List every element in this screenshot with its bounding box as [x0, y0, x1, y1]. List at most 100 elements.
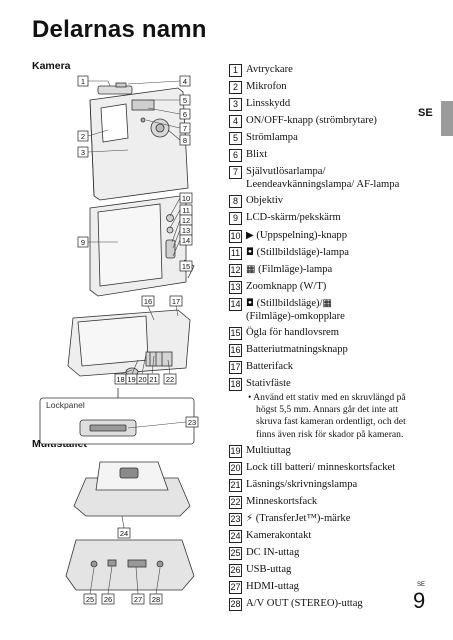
part-label: Lock till batteri/ minneskortsfacket — [246, 461, 396, 473]
callout-10: 10 — [179, 192, 193, 204]
svg-text:6: 6 — [183, 110, 187, 119]
list-item: 12▦ (Filmläge)-lampa — [229, 263, 414, 277]
part-number: 2 — [229, 81, 242, 95]
callout-27: 27 — [131, 593, 145, 605]
part-label: A/V OUT (STEREO)-uttag — [246, 598, 363, 610]
part-number: 17 — [229, 360, 243, 374]
callout-24: 24 — [117, 527, 131, 539]
svg-text:8: 8 — [183, 136, 187, 145]
list-item: 23⚡ (TransferJet™)-märke — [229, 512, 414, 527]
camera-front-drawing — [89, 82, 189, 201]
part-label: USB-uttag — [246, 564, 292, 576]
parts-illustration: 1 2 3 4 5 6 7 8 9 10 11 12 13 14 15 16 1… — [39, 75, 199, 605]
svg-text:2: 2 — [81, 132, 85, 141]
callout-1: 1 — [77, 75, 89, 87]
side-tab-marker — [441, 101, 453, 136]
callout-18: 18 — [114, 373, 127, 385]
part-label: (TransferJet™)-märke — [255, 513, 351, 525]
callout-8: 8 — [179, 134, 191, 146]
page-number: 9 — [413, 588, 426, 613]
list-item: 8 Objektiv — [229, 194, 414, 209]
section-label-camera: Kamera — [32, 60, 71, 72]
callout-19: 19 — [125, 373, 138, 385]
svg-text:9: 9 — [81, 238, 85, 247]
part-label: Strömlampa — [246, 132, 298, 144]
svg-text:25: 25 — [86, 595, 94, 604]
part-label: (Uppspelning)-knapp — [256, 229, 347, 241]
callout-26: 26 — [101, 593, 115, 605]
callout-14: 14 — [179, 234, 193, 246]
svg-text:12: 12 — [182, 216, 190, 225]
svg-text:13: 13 — [182, 226, 190, 235]
svg-text:24: 24 — [120, 529, 128, 538]
svg-text:22: 22 — [166, 375, 174, 384]
callout-20: 20 — [136, 373, 149, 385]
part-number: 11 — [229, 246, 242, 260]
camera-back-drawing — [89, 195, 195, 297]
part-label: Kamerakontakt — [246, 530, 312, 542]
callout-12: 12 — [179, 214, 193, 226]
page-number-prefix: SE — [417, 582, 426, 588]
callout-6: 6 — [179, 108, 191, 120]
page-title: Delarnas namn — [32, 16, 207, 43]
list-item: 7 Självutlösarlampa/ Leendeavkänningslamp… — [229, 165, 414, 191]
part-number: 8 — [229, 195, 242, 209]
part-label: Linsskydd — [246, 98, 291, 110]
callout-16: 16 — [141, 295, 155, 307]
svg-text:27: 27 — [134, 595, 142, 604]
part-number: 27 — [229, 581, 243, 595]
still-camera-icon: ◘ — [246, 246, 254, 258]
transferjet-icon: ⚡ — [246, 513, 254, 525]
list-item: 2 Mikrofon — [229, 80, 414, 95]
part-label: Mikrofon — [246, 81, 287, 93]
part-number: 25 — [229, 547, 243, 561]
part-label: ON/OFF-knapp (strömbrytare) — [246, 115, 377, 127]
part-label: Batteriutmatningsknapp — [246, 343, 348, 355]
part-label: Objektiv — [246, 195, 284, 207]
callout-17: 17 — [169, 295, 183, 307]
part-number: 22 — [229, 496, 243, 510]
part-label-continued: (Filmläge)-omkopplare — [246, 310, 345, 322]
svg-text:14: 14 — [182, 236, 190, 245]
part-label: HDMI-uttag — [246, 581, 299, 593]
part-label: Multiuttag — [246, 444, 291, 456]
lock-panel-drawing — [39, 388, 195, 445]
part-number: 20 — [229, 461, 243, 475]
callout-25: 25 — [83, 593, 97, 605]
svg-text:15: 15 — [182, 262, 190, 271]
part-number: 13 — [229, 280, 243, 294]
svg-text:20: 20 — [138, 375, 146, 384]
part-number: 15 — [229, 326, 243, 340]
part-number: 3 — [229, 98, 242, 112]
svg-text:4: 4 — [183, 77, 187, 86]
svg-text:3: 3 — [81, 148, 85, 157]
part-label: (Filmläge)-lampa — [258, 263, 333, 275]
language-tab-label: SE — [418, 107, 433, 119]
lock-panel-label: Lockpanel — [46, 400, 85, 410]
part-number: 23 — [229, 513, 243, 527]
still-camera-icon: ◘ — [246, 297, 254, 309]
part-number: 14 — [229, 297, 243, 311]
list-item: 10▶ (Uppspelning)-knapp — [229, 229, 414, 243]
stand-back-drawing — [65, 539, 195, 591]
movie-icon: ▦ — [246, 263, 256, 275]
part-label: DC IN-uttag — [246, 547, 300, 559]
part-number: 1 — [229, 64, 242, 77]
list-item: 14◘ (Stillbildsläge)/▦(Filmläge)-omkoppl… — [229, 297, 414, 323]
part-number: 18 — [229, 377, 243, 391]
part-label: Självutlösarlampa/ Leendeavkänningslampa… — [246, 166, 400, 191]
part-number: 7 — [229, 166, 242, 180]
